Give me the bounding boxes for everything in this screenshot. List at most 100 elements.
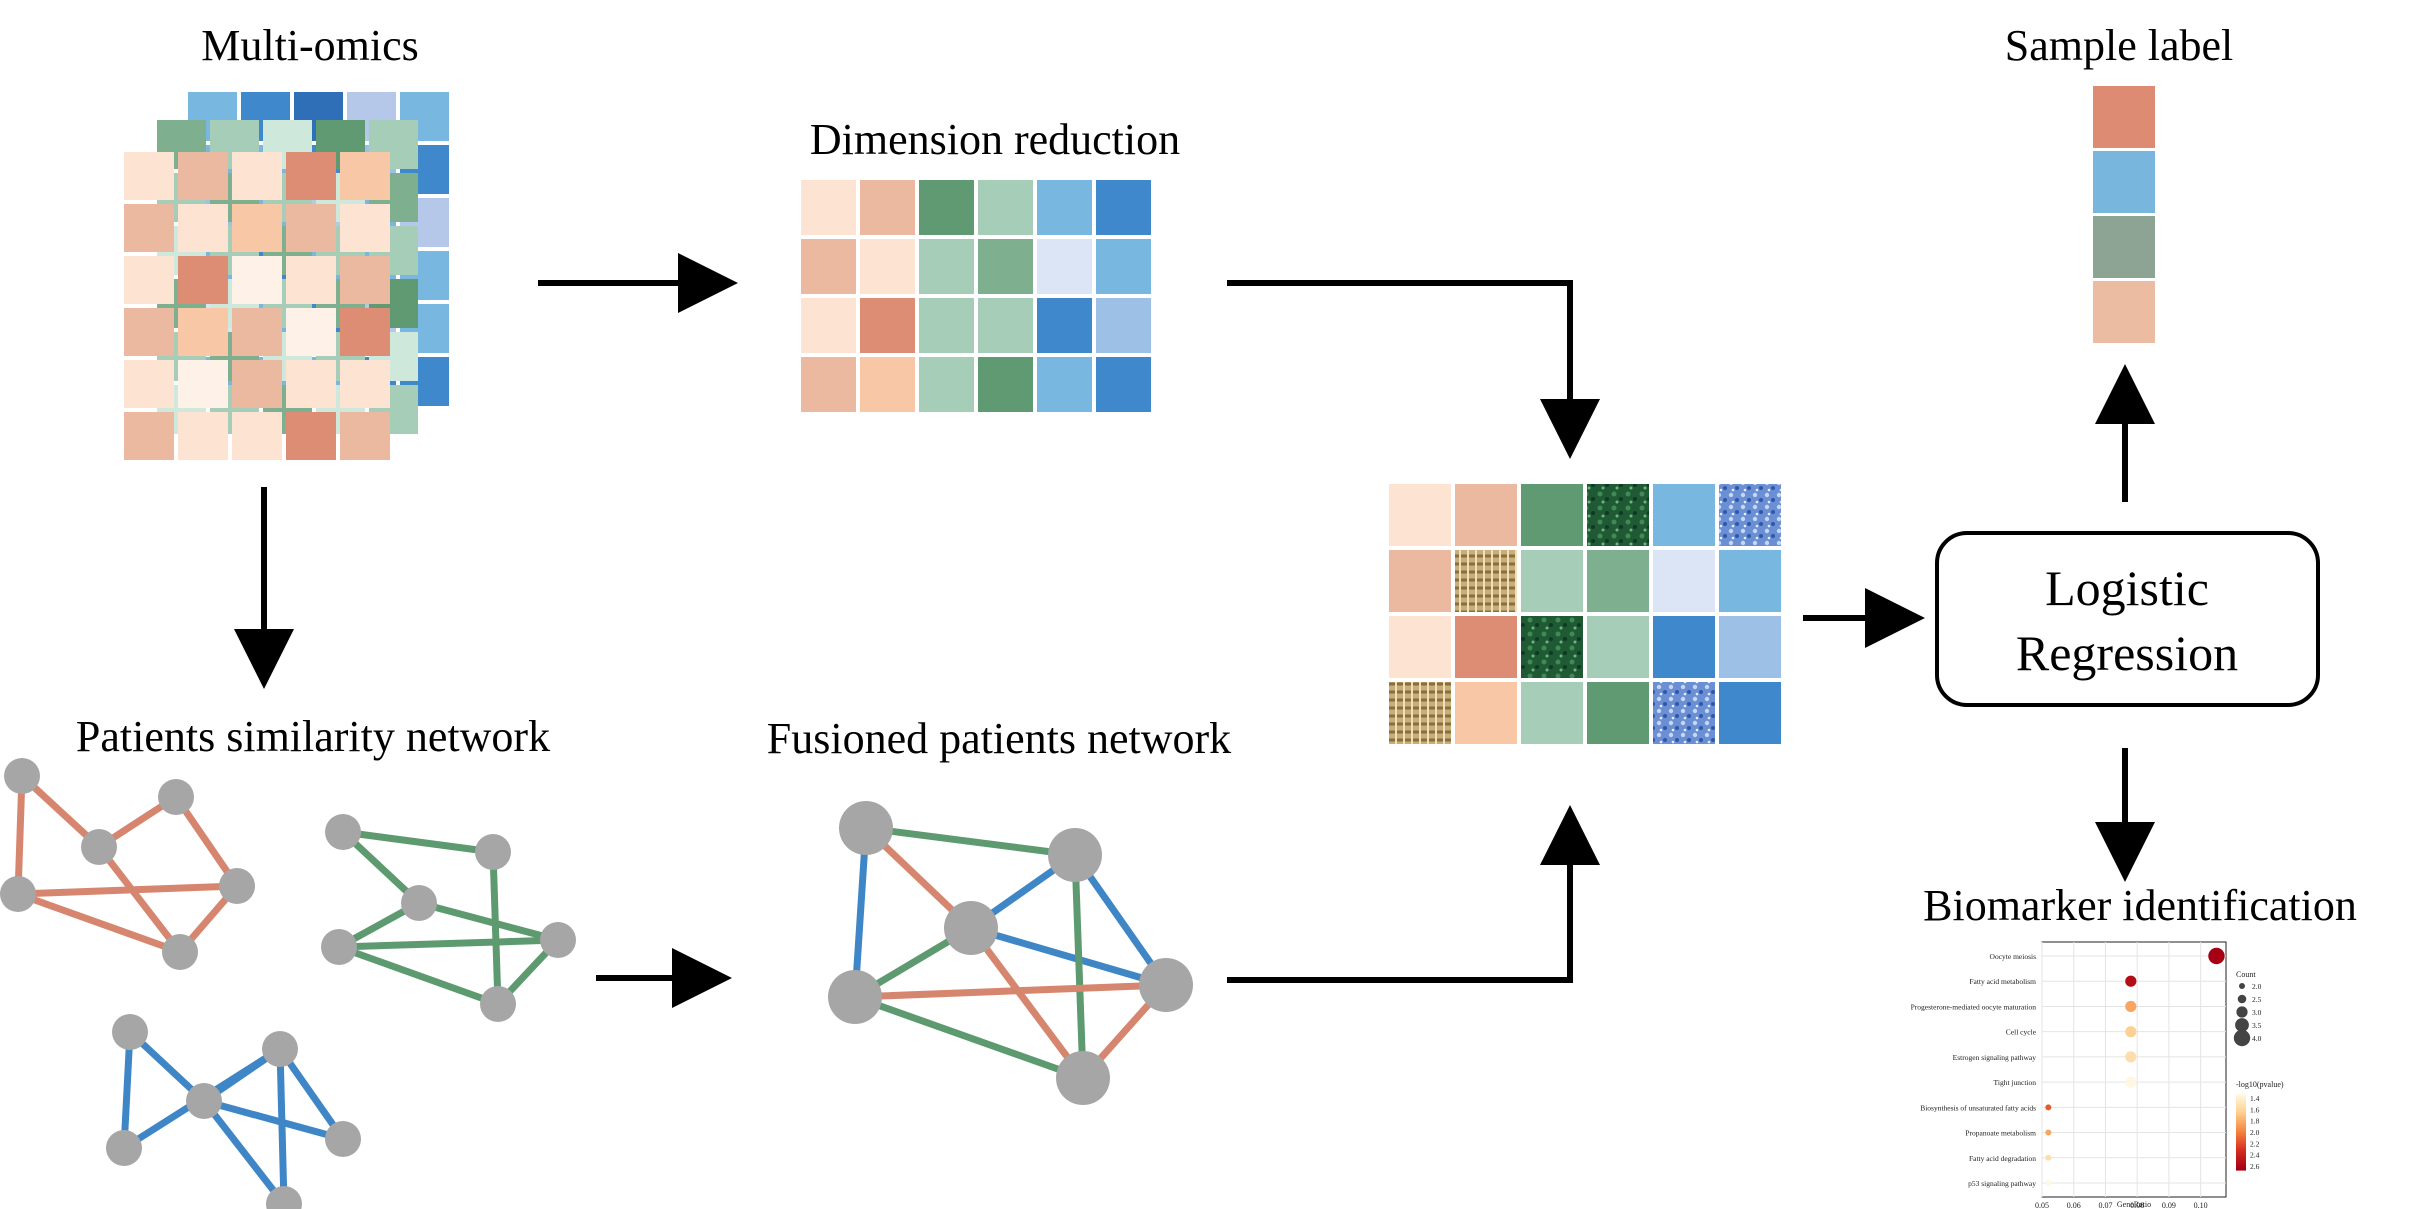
- x-tick-label: 0.10: [2194, 1201, 2208, 1209]
- omics-orange-cell: [340, 412, 390, 460]
- dimred-cell: [801, 298, 856, 353]
- omics-orange-cell: [286, 308, 336, 356]
- omics-orange-cell: [232, 152, 282, 200]
- color-legend-segment: [2236, 1144, 2246, 1147]
- dimred-cell: [1037, 298, 1092, 353]
- network-fused-edge: [851, 981, 1170, 1001]
- omics-orange-cell: [232, 204, 282, 252]
- y-tick-label: Cell cycle: [2006, 1028, 2037, 1037]
- count-legend-dot: [2236, 1006, 2248, 1018]
- sample-label-swatch: [2093, 151, 2155, 213]
- network-orange-node: [158, 779, 194, 815]
- color-legend-segment: [2236, 1156, 2246, 1159]
- network-green-node: [480, 986, 516, 1022]
- color-legend-segment: [2236, 1134, 2246, 1137]
- combined-cell: [1389, 616, 1451, 678]
- arrow-dimred-to-combined: [1227, 280, 1600, 459]
- combined-cell: [1587, 616, 1649, 678]
- combined-cell: [1521, 682, 1583, 744]
- combined-cell: [1389, 682, 1451, 744]
- y-tick-label: Fatty acid metabolism: [1969, 977, 2036, 986]
- dot-point: [2125, 1000, 2137, 1013]
- color-legend-segment: [2236, 1132, 2246, 1135]
- color-legend-segment: [2236, 1146, 2246, 1149]
- dot-point: [2125, 1051, 2137, 1063]
- count-legend-label: 3.0: [2252, 1008, 2262, 1017]
- color-legend-segment: [2236, 1126, 2246, 1129]
- dimred-cell: [978, 239, 1033, 294]
- combined-cell: [1587, 550, 1649, 612]
- omics-orange-cell: [286, 412, 336, 460]
- color-legend-segment: [2236, 1118, 2246, 1121]
- color-legend-segment: [2236, 1110, 2246, 1113]
- color-legend-segment: [2236, 1158, 2246, 1161]
- dot-point: [2125, 975, 2137, 987]
- omics-orange-cell: [124, 360, 174, 408]
- color-legend-segment: [2236, 1124, 2246, 1127]
- network-blue-node: [112, 1014, 148, 1050]
- dimred-cell: [978, 357, 1033, 412]
- omics-orange-cell: [124, 152, 174, 200]
- x-tick-label: 0.09: [2162, 1201, 2176, 1209]
- network-fused-edge: [862, 824, 1079, 859]
- dimred-cell: [978, 298, 1033, 353]
- network-green-node: [321, 929, 357, 965]
- omics-orange-cell: [124, 412, 174, 460]
- network-fused-node: [944, 901, 998, 955]
- color-legend-label: 2.2: [2250, 1139, 2260, 1148]
- color-legend-segment: [2236, 1114, 2246, 1117]
- logistic-regression-box: Logistic Regression: [1935, 531, 2320, 707]
- omics-orange-cell: [232, 256, 282, 304]
- omics-orange-cell: [178, 412, 228, 460]
- color-legend-segment: [2236, 1096, 2246, 1099]
- network-green-node: [325, 814, 361, 850]
- dimension-reduction-matrix: [801, 180, 1151, 412]
- sample-label-swatch: [2093, 281, 2155, 343]
- network-blue-edge: [200, 1097, 288, 1208]
- color-legend-segment: [2236, 1102, 2246, 1105]
- network-fused-node: [828, 970, 882, 1024]
- dot-point: [2125, 1076, 2137, 1088]
- count-legend-label: 4.0: [2252, 1034, 2262, 1043]
- dimred-cell: [801, 180, 856, 235]
- x-tick-label: 0.05: [2035, 1201, 2049, 1209]
- omics-orange-cell: [340, 308, 390, 356]
- color-legend-label: 2.6: [2250, 1162, 2260, 1171]
- network-fused-edge: [967, 924, 1087, 1082]
- network-blue-node: [186, 1083, 222, 1119]
- combined-cell: [1587, 484, 1649, 546]
- omics-orange-cell: [340, 256, 390, 304]
- patients-network-title: Patients similarity network: [76, 712, 550, 761]
- y-tick-label: Oocyte meiosis: [1990, 952, 2037, 961]
- omics-orange-cell: [178, 360, 228, 408]
- combined-cell: [1653, 616, 1715, 678]
- network-fused-edge: [851, 824, 870, 1001]
- dimred-cell: [860, 357, 915, 412]
- model-label-line1: Logistic: [2045, 560, 2209, 616]
- multi-omics-title: Multi-omics: [201, 21, 419, 70]
- color-legend-segment: [2236, 1120, 2246, 1123]
- network-fused-edge: [1071, 851, 1087, 1082]
- dot-point: [2045, 1180, 2052, 1186]
- network-blue-edge: [200, 1097, 347, 1143]
- color-legend-label: 2.0: [2250, 1128, 2260, 1137]
- count-legend-label: 2.0: [2252, 982, 2262, 991]
- network-orange-node: [162, 934, 198, 970]
- dimred-cell: [1037, 357, 1092, 412]
- omics-orange-cell: [232, 308, 282, 356]
- color-legend-segment: [2236, 1108, 2246, 1111]
- dimred-cell: [860, 239, 915, 294]
- network-fused-edge: [851, 993, 1087, 1082]
- omics-orange-cell: [178, 256, 228, 304]
- network-fused-node: [1056, 1051, 1110, 1105]
- color-legend-segment: [2236, 1152, 2246, 1155]
- omics-orange-cell: [124, 308, 174, 356]
- sample-label-bar: [2093, 86, 2155, 343]
- color-legend-segment: [2236, 1164, 2246, 1167]
- network-green: [321, 814, 576, 1022]
- x-tick-label: 0.06: [2067, 1201, 2081, 1209]
- color-legend-segment: [2236, 1112, 2246, 1115]
- y-tick-label: Biosynthesis of unsaturated fatty acids: [1920, 1103, 2036, 1112]
- sample-label-swatch: [2093, 216, 2155, 278]
